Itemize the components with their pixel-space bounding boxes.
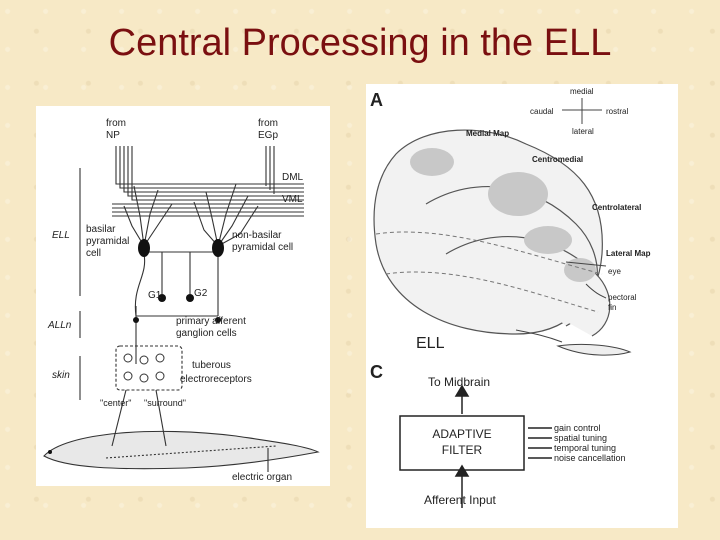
label-tuberous-1: tuberous: [192, 360, 231, 371]
label-afferent-1: primary afferent: [176, 316, 246, 327]
label-eye: eye: [608, 267, 621, 276]
label-rostral: rostral: [606, 107, 628, 116]
label-noise-cancellation: noise cancellation: [554, 453, 626, 463]
ell-maps-filter-diagram: A medial caudal rostral lateral Medial M…: [366, 84, 678, 528]
label-medial-map: Medial Map: [466, 129, 509, 138]
slide-title: Central Processing in the ELL: [108, 22, 612, 64]
label-medial: medial: [570, 87, 594, 96]
ell-maps-filter-svg: A medial caudal rostral lateral Medial M…: [370, 87, 651, 508]
label-afferent-input: Afferent Input: [424, 493, 496, 507]
label-lateral: lateral: [572, 127, 594, 136]
label-basilar-2: pyramidal: [86, 236, 129, 247]
label-dml: DML: [282, 172, 304, 183]
label-centromedial: Centromedial: [532, 155, 583, 164]
label-basilar-3: cell: [86, 248, 101, 259]
label-electric-organ: electric organ: [232, 472, 292, 483]
filter-label-1: ADAPTIVE: [432, 427, 491, 441]
ell-circuit-svg: from NP from EGp DML VML ELL basilar pyr…: [43, 118, 320, 483]
label-from-np-2: NP: [106, 130, 120, 141]
label-to-midbrain: To Midbrain: [428, 375, 490, 389]
ell-circuit-diagram: from NP from EGp DML VML ELL basilar pyr…: [36, 106, 330, 486]
label-skin: skin: [52, 370, 70, 381]
label-centrolateral: Centrolateral: [592, 203, 641, 212]
label-nonbasilar-1: non-basilar: [232, 230, 282, 241]
label-afferent-2: ganglion cells: [176, 328, 237, 339]
label-g2: G2: [194, 288, 208, 299]
label-alln: ALLn: [47, 320, 72, 331]
label-from-egp-2: EGp: [258, 130, 278, 141]
filter-label-2: FILTER: [442, 443, 483, 457]
label-panel-c: C: [370, 362, 383, 382]
label-basilar-1: basilar: [86, 224, 116, 235]
label-temporal-tuning: temporal tuning: [554, 443, 616, 453]
label-surround: "surround": [144, 398, 186, 408]
label-spatial-tuning: spatial tuning: [554, 433, 607, 443]
label-pectoral-1: pectoral: [608, 293, 637, 302]
label-from-egp-1: from: [258, 118, 278, 129]
label-center: "center": [100, 398, 131, 408]
label-vml: VML: [282, 194, 303, 205]
label-pectoral-2: fin: [608, 303, 616, 312]
label-lateral-map: Lateral Map: [606, 249, 651, 258]
label-caudal: caudal: [530, 107, 554, 116]
label-ell-map: ELL: [416, 335, 445, 352]
label-ell: ELL: [52, 230, 70, 241]
label-gain-control: gain control: [554, 423, 601, 433]
label-from-np-1: from: [106, 118, 126, 129]
label-g1: G1: [148, 290, 162, 301]
label-panel-a: A: [370, 90, 383, 110]
label-tuberous-2: electroreceptors: [180, 374, 252, 385]
label-nonbasilar-2: pyramidal cell: [232, 242, 293, 253]
